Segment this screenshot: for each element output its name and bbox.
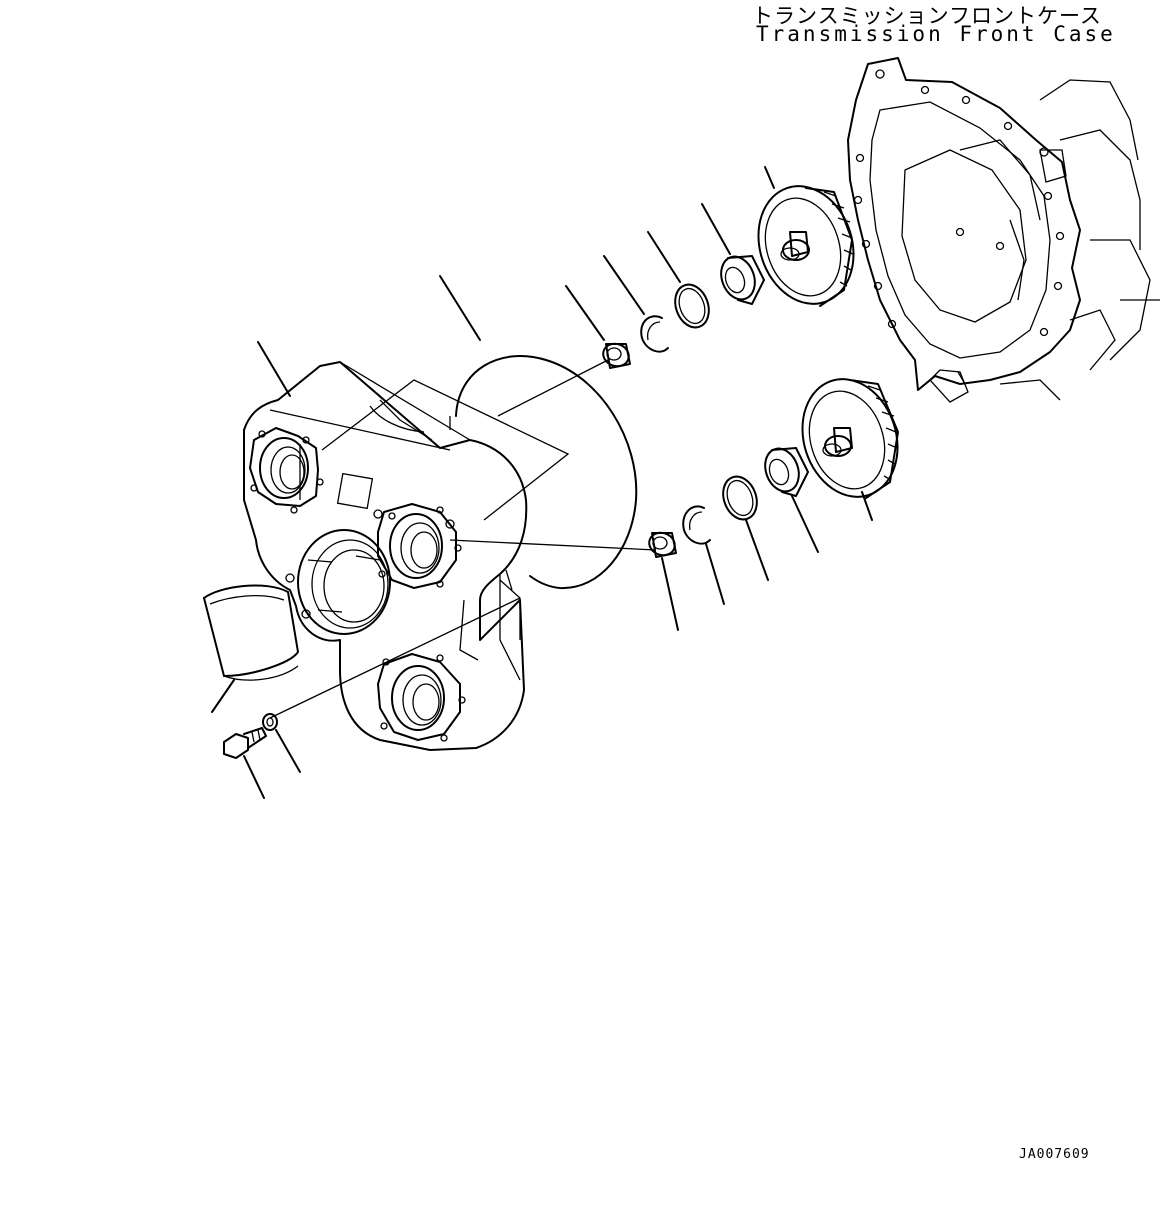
assembly-centerlines xyxy=(269,359,657,719)
drawing-code: JA007609 xyxy=(1019,1147,1090,1162)
upper-bearing xyxy=(701,203,765,305)
lower-nut xyxy=(648,531,679,631)
upper-gear xyxy=(757,166,855,307)
upper-snap-ring-large xyxy=(647,231,710,329)
bore-center xyxy=(297,529,391,635)
case-name-english: Transmission Front Case xyxy=(756,22,1116,46)
transmission-front-case xyxy=(847,57,1160,403)
upper-nut xyxy=(565,285,631,369)
lower-circlip xyxy=(682,505,725,605)
sleeve xyxy=(203,584,299,713)
lower-gear xyxy=(801,378,899,521)
lower-bearing xyxy=(764,447,819,553)
lower-snap-ring-large xyxy=(722,475,769,581)
housing-leader-line xyxy=(257,341,291,397)
bolt xyxy=(223,727,267,799)
washer xyxy=(262,713,301,773)
bore-lower xyxy=(377,653,466,742)
bore-middle-right xyxy=(377,503,462,589)
front-case-housing xyxy=(243,361,570,751)
upper-circlip xyxy=(603,255,669,353)
case-name-japanese: トランスミッションフロントケース xyxy=(752,4,1102,28)
bore-upper-left xyxy=(249,427,324,514)
